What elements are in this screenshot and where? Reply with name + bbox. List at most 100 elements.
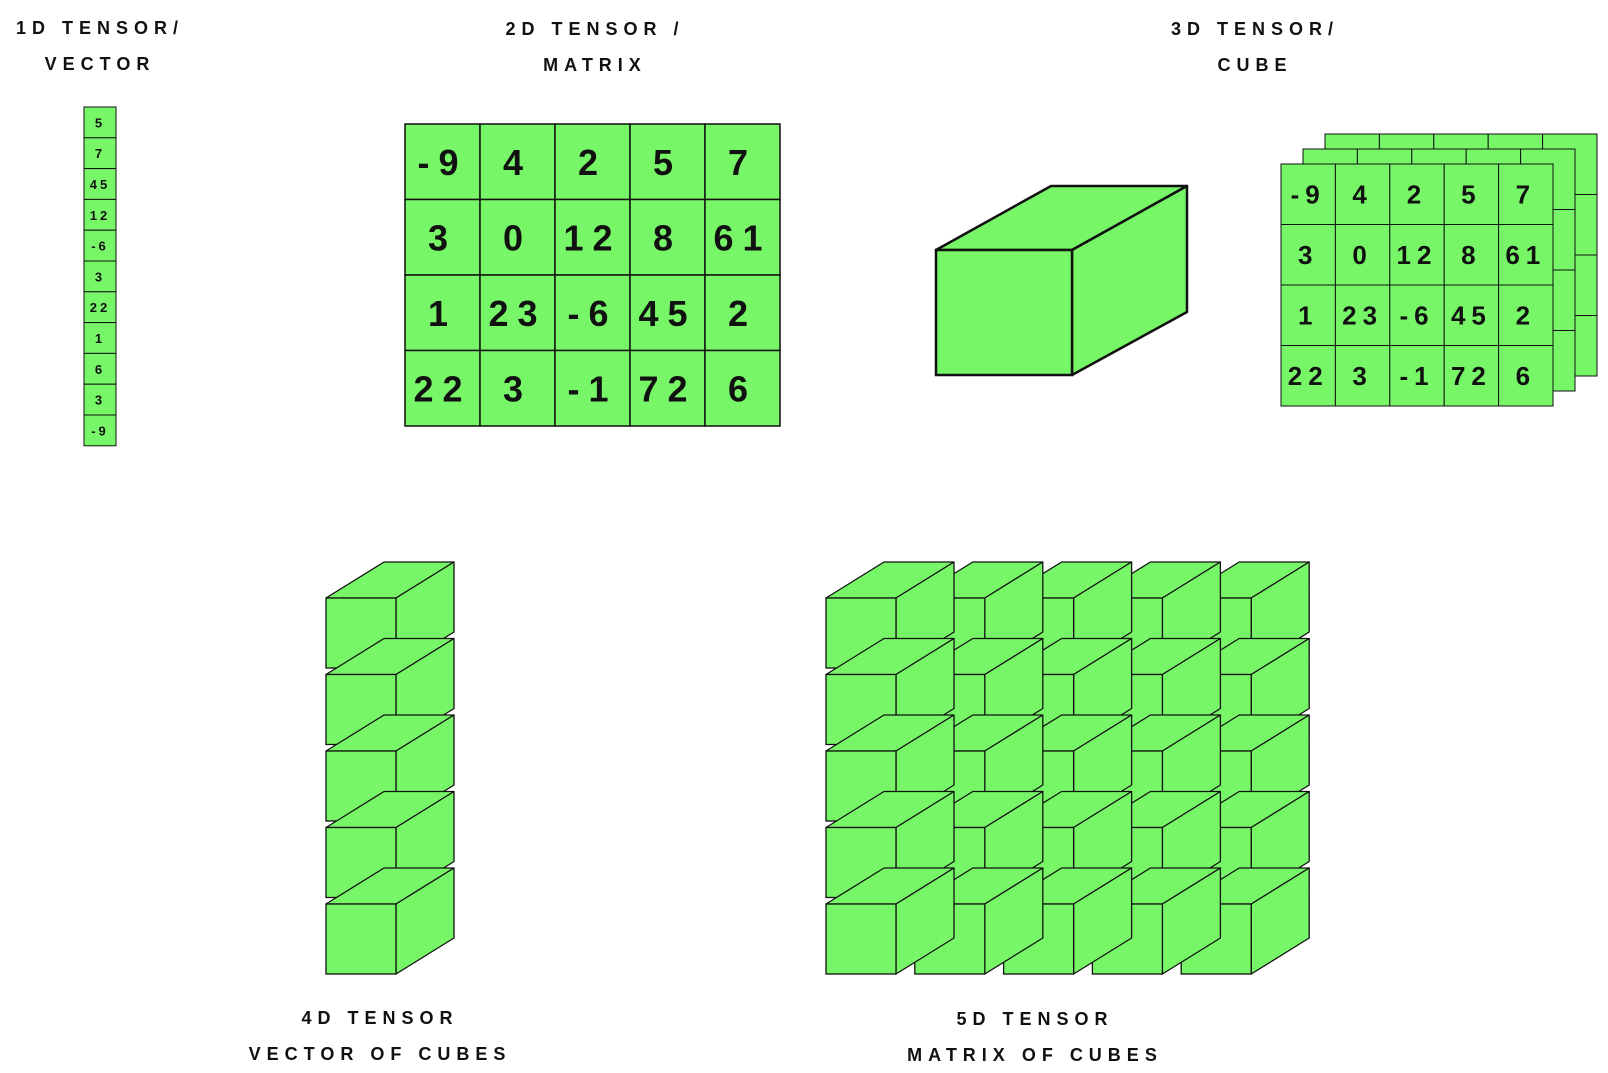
- stacked-cell-value: 2: [1407, 179, 1427, 209]
- vector-cell-value: 6: [95, 362, 105, 377]
- vector-cell-value: -9: [91, 423, 109, 438]
- stacked-cell-value: 72: [1451, 361, 1492, 391]
- vector-cell-value: 45: [90, 177, 110, 192]
- matrix-cell-value: 3: [503, 368, 532, 409]
- label-1d-tensor: 1D TENSOR/ VECTOR: [0, 10, 200, 82]
- stacked-cell: [1280, 345, 1336, 407]
- matrix-cell-value: 72: [638, 368, 696, 409]
- stacked-cell-value: 3: [1352, 361, 1372, 391]
- matrix-cell-value: 2: [728, 293, 757, 334]
- stacked-cell: [1389, 224, 1445, 286]
- stacked-cell: [1389, 345, 1445, 407]
- label-2d-line1: 2D TENSOR /: [505, 19, 685, 39]
- stacked-cell: [1498, 224, 1554, 286]
- vector-cell-value: 3: [95, 269, 105, 284]
- matrix-cell-value: 7: [728, 142, 757, 183]
- matrix-cell: [704, 123, 781, 201]
- matrix-of-cubes-5d: [825, 561, 1310, 975]
- vector-cell: [83, 137, 117, 170]
- cuboid-3d: [934, 184, 1189, 377]
- stacked-cell: [1498, 163, 1554, 225]
- stacked-cell: [1280, 284, 1336, 346]
- stacked-cell-value: 4: [1352, 179, 1372, 209]
- vector-cell-value: 12: [90, 208, 110, 223]
- label-4d-tensor: 4D TENSOR VECTOR OF CUBES: [230, 1000, 530, 1072]
- stacked-cell: [1443, 345, 1500, 407]
- stacked-cell: [1334, 345, 1391, 407]
- label-3d-tensor: 3D TENSOR/ CUBE: [1140, 11, 1370, 83]
- cube-front-face: [325, 903, 397, 975]
- matrix-cell: [479, 123, 556, 201]
- matrix-cell-value: 0: [503, 217, 532, 258]
- stacked-cell: [1280, 163, 1336, 225]
- label-1d-line1: 1D TENSOR/: [15, 18, 185, 38]
- stacked-cell-value: -6: [1399, 300, 1434, 330]
- vector-cell-value: 7: [95, 146, 105, 161]
- matrix-cell-value: 61: [713, 217, 771, 258]
- matrix-cell: [479, 349, 556, 427]
- vector-cell: [83, 198, 117, 231]
- stacked-cell-value: 23: [1342, 300, 1383, 330]
- matrix-cell-value: 12: [563, 217, 621, 258]
- matrix-cell-value: 5: [653, 142, 682, 183]
- stacked-cell-value: -1: [1399, 361, 1434, 391]
- stacked-cell: [1334, 284, 1391, 346]
- matrix-cell-value: 8: [653, 217, 682, 258]
- matrix-cell: [554, 349, 631, 427]
- cuboid-front-face: [934, 248, 1074, 377]
- stacked-cell: [1389, 284, 1445, 346]
- stacked-cell-value: 2: [1516, 300, 1536, 330]
- vector-cell: [83, 322, 117, 354]
- stacked-cell-value: 61: [1505, 240, 1546, 270]
- label-4d-line1: 4D TENSOR: [301, 1008, 459, 1028]
- matrix-cell: [554, 274, 631, 352]
- vector-of-cubes-4d: [325, 561, 455, 975]
- stacked-cell-value: 5: [1461, 179, 1481, 209]
- label-3d-line2: CUBE: [1217, 55, 1293, 75]
- matrix-cell-value: 3: [428, 217, 457, 258]
- matrix-cell-value: 1: [428, 293, 457, 334]
- matrix-cell: [404, 123, 481, 201]
- vector-cell-value: -6: [91, 239, 109, 254]
- matrix-cell: [704, 349, 781, 427]
- stacked-cell: [1334, 224, 1391, 286]
- label-5d-tensor: 5D TENSOR MATRIX OF CUBES: [870, 1001, 1200, 1073]
- matrix-cell: [629, 349, 706, 427]
- stacked-cell: [1280, 224, 1336, 286]
- vector-cell: [83, 106, 117, 139]
- matrix-cell: [554, 123, 631, 201]
- stacked-cell-value: 6: [1516, 361, 1536, 391]
- stacked-cell-value: 45: [1451, 300, 1492, 330]
- stacked-cell: [1334, 163, 1391, 225]
- cube-front-face: [825, 903, 897, 975]
- stacked-cell: [1498, 284, 1554, 346]
- label-4d-line2: VECTOR OF CUBES: [248, 1044, 512, 1064]
- matrix-cell: [629, 123, 706, 201]
- label-2d-tensor: 2D TENSOR / MATRIX: [480, 11, 710, 83]
- stacked-cell-value: 0: [1352, 240, 1372, 270]
- matrix-cell: [404, 349, 481, 427]
- stacked-cell-value: 3: [1298, 240, 1318, 270]
- matrix-cell-value: -6: [567, 293, 617, 334]
- label-5d-line2: MATRIX OF CUBES: [907, 1045, 1163, 1065]
- vector-cell-value: 3: [95, 393, 105, 408]
- stacked-cell-value: 22: [1288, 361, 1329, 391]
- label-5d-line1: 5D TENSOR: [956, 1009, 1114, 1029]
- stacked-cell-value: 12: [1397, 240, 1438, 270]
- vector-cell-value: 5: [95, 115, 105, 130]
- label-3d-line1: 3D TENSOR/: [1170, 19, 1340, 39]
- matrix-cell-value: 6: [728, 368, 757, 409]
- stacked-cell-value: 1: [1298, 300, 1318, 330]
- stacked-cell-value: 7: [1516, 179, 1536, 209]
- matrix-cell-value: 23: [488, 293, 546, 334]
- vector-cell: [83, 229, 117, 262]
- vector-cell: [83, 260, 117, 293]
- matrix-cell: [704, 198, 781, 276]
- matrix-cell-value: -9: [417, 142, 467, 183]
- cube: [325, 867, 455, 975]
- matrix-cell: [404, 198, 481, 276]
- vector-cell-value: 22: [90, 300, 110, 315]
